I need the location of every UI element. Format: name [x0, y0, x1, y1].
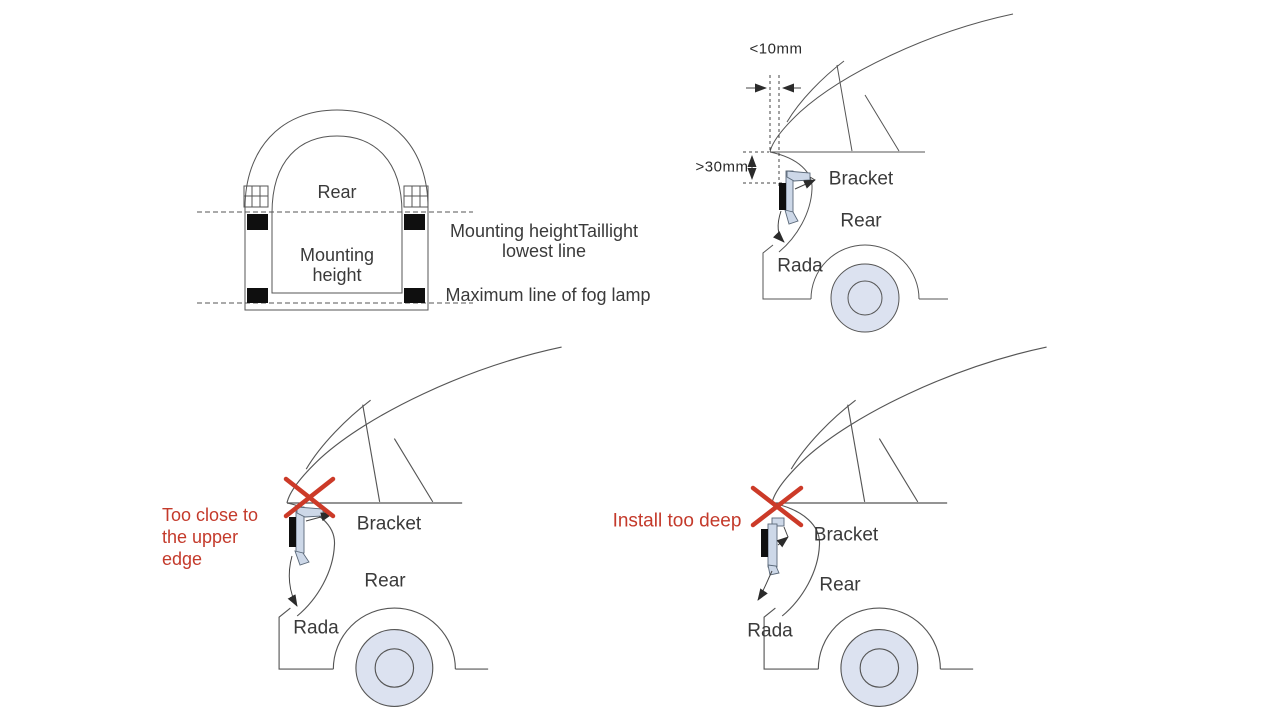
too-close-warning-line3: edge: [162, 549, 203, 569]
taillight-note-line1: Mounting heightTaillight: [449, 221, 639, 241]
bracket-flange: [296, 506, 324, 518]
bracket-leader-line: [305, 512, 333, 522]
radar-bracket-correct: [773, 170, 816, 243]
fog-lamp-max-line-note: Maximum line of fog lamp: [445, 285, 651, 305]
too-close-warning: Too close to the upper edge: [162, 504, 258, 570]
dimension-marks: [743, 75, 801, 186]
bracket-flange: [786, 170, 811, 182]
radar-sensor: [289, 517, 296, 547]
bracket-label-too-deep: Bracket: [813, 524, 879, 546]
radar-label-too-close: Rada: [293, 617, 339, 639]
radar-bracket-too-close: [283, 476, 336, 607]
rear-inner-arch: [271, 135, 403, 294]
radar-leader-line: [757, 570, 773, 601]
mounting-height-line2: height: [312, 265, 362, 285]
bracket-foot: [767, 564, 780, 576]
taillight-lowest-line-note: Mounting heightTaillight lowest line: [450, 221, 638, 261]
mounting-height-line1: Mounting: [299, 245, 375, 265]
bracket-leader-line: [794, 179, 816, 190]
right-grid-lines: [404, 186, 428, 207]
left-fog-lamp: [247, 288, 268, 303]
dimension-dashed-lines: [743, 75, 782, 186]
radar-label-too-deep: Rada: [747, 620, 793, 642]
rear-label-correct: Rear: [840, 210, 882, 232]
taillight-note-line2: lowest line: [501, 241, 587, 261]
x-mark: [750, 485, 804, 528]
bracket-foot: [294, 550, 310, 566]
bracket-label-too-close: Bracket: [356, 513, 422, 535]
radar-leader-line: [773, 210, 785, 243]
radar-sensor: [779, 183, 786, 210]
radar-leader-line: [287, 555, 298, 607]
top-distance-dimension: >30mm: [695, 158, 749, 176]
too-close-warning-line1: Too close to: [162, 505, 259, 525]
radar-bracket-too-deep: [750, 485, 804, 601]
right-taillight: [404, 214, 425, 230]
x-mark: [283, 476, 336, 519]
radar-label-correct: Rada: [777, 255, 823, 277]
mounting-height-label: Mounting height: [300, 245, 374, 285]
bracket-leader-line2: [809, 176, 816, 181]
bracket-label-correct: Bracket: [828, 168, 894, 190]
rear-label-too-close: Rear: [364, 570, 406, 592]
left-grid-lines: [244, 186, 268, 207]
bracket-leader-line2: [783, 526, 789, 538]
bracket-stem: [767, 523, 778, 568]
car-side-too-deep: [763, 346, 1048, 707]
too-close-warning-line2: the upper: [162, 527, 239, 547]
radar-sensor: [761, 529, 768, 557]
rear-view-outline: [197, 109, 473, 311]
rear-label-too-deep: Rear: [819, 574, 861, 596]
rear-label-top-view: Rear: [317, 182, 357, 202]
bracket-leader-line: [776, 536, 789, 548]
left-taillight: [247, 214, 268, 230]
edge-distance-dimension: <10mm: [749, 40, 803, 58]
bracket-foot: [784, 209, 799, 225]
right-fog-lamp: [404, 288, 425, 303]
bracket-flange: [771, 517, 785, 527]
too-deep-warning: Install too deep: [612, 510, 742, 532]
rear-outer-arch: [244, 109, 429, 311]
